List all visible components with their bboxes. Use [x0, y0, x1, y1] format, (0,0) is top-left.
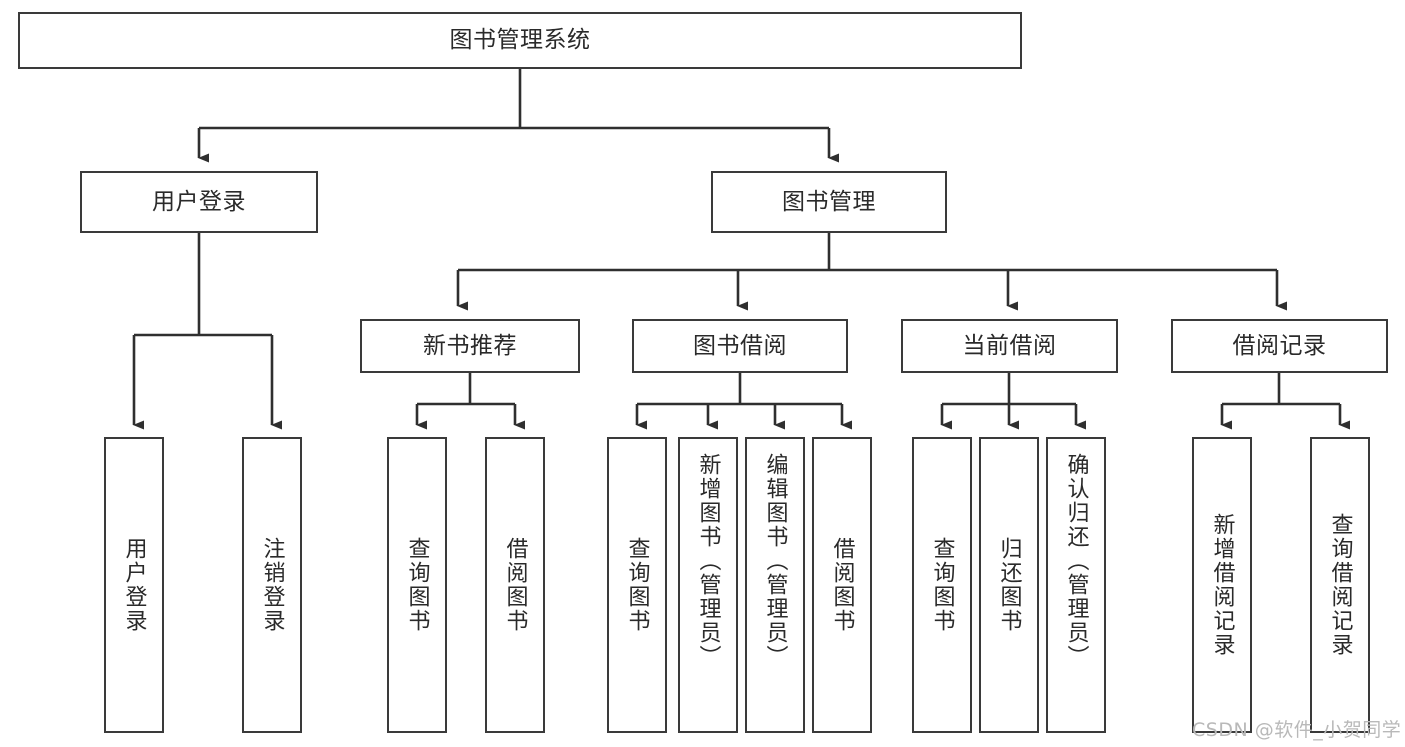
leaf-book-borrow-edit-book-admin[interactable]: 编辑图书（管理员） — [745, 437, 805, 733]
node-label: 图书借阅 — [693, 332, 787, 359]
node-label: 查询图书 — [929, 537, 955, 633]
node-label: 查询图书 — [624, 537, 650, 633]
leaf-user-login-logout[interactable]: 注销登录 — [242, 437, 302, 733]
node-label: 当前借阅 — [962, 332, 1057, 359]
leaf-book-borrow-query-book[interactable]: 查询图书 — [607, 437, 667, 733]
leaf-user-login-login[interactable]: 用户登录 — [104, 437, 164, 733]
node-new-book-recommend[interactable]: 新书推荐 — [360, 319, 580, 373]
leaf-new-book-query-book[interactable]: 查询图书 — [387, 437, 447, 733]
node-book-management[interactable]: 图书管理 — [711, 171, 947, 233]
node-label: 图书管理 — [782, 188, 876, 215]
node-label: 新增图书（管理员） — [695, 453, 721, 669]
leaf-borrow-record-query-record[interactable]: 查询借阅记录 — [1310, 437, 1370, 733]
node-label: 用户登录 — [152, 188, 246, 215]
node-label: 确认归还（管理员） — [1063, 453, 1089, 669]
node-current-borrow[interactable]: 当前借阅 — [901, 319, 1118, 373]
node-label: 新书推荐 — [423, 332, 517, 359]
leaf-current-borrow-confirm-return-admin[interactable]: 确认归还（管理员） — [1046, 437, 1106, 733]
node-borrow-record[interactable]: 借阅记录 — [1171, 319, 1388, 373]
node-label: 编辑图书（管理员） — [762, 453, 788, 669]
node-label: 用户登录 — [121, 537, 147, 633]
node-user-login[interactable]: 用户登录 — [80, 171, 318, 233]
node-label: 查询借阅记录 — [1327, 513, 1353, 657]
node-label: 借阅记录 — [1232, 332, 1327, 359]
leaf-borrow-record-add-record[interactable]: 新增借阅记录 — [1192, 437, 1252, 733]
leaf-new-book-borrow-book[interactable]: 借阅图书 — [485, 437, 545, 733]
leaf-current-borrow-return-book[interactable]: 归还图书 — [979, 437, 1039, 733]
leaf-book-borrow-add-book-admin[interactable]: 新增图书（管理员） — [678, 437, 738, 733]
node-book-borrow[interactable]: 图书借阅 — [632, 319, 848, 373]
leaf-book-borrow-borrow-book[interactable]: 借阅图书 — [812, 437, 872, 733]
leaf-current-borrow-query-book[interactable]: 查询图书 — [912, 437, 972, 733]
node-label: 查询图书 — [404, 537, 430, 633]
node-root-book-management-system[interactable]: 图书管理系统 — [18, 12, 1022, 69]
csdn-watermark: CSDN @软件_小贺同学 — [1192, 719, 1402, 741]
node-label: 借阅图书 — [829, 537, 855, 633]
node-label: 归还图书 — [996, 537, 1022, 633]
node-label: 借阅图书 — [502, 537, 528, 633]
node-label: 注销登录 — [259, 537, 285, 633]
node-label: 图书管理系统 — [449, 27, 591, 53]
node-label: 新增借阅记录 — [1209, 513, 1235, 657]
